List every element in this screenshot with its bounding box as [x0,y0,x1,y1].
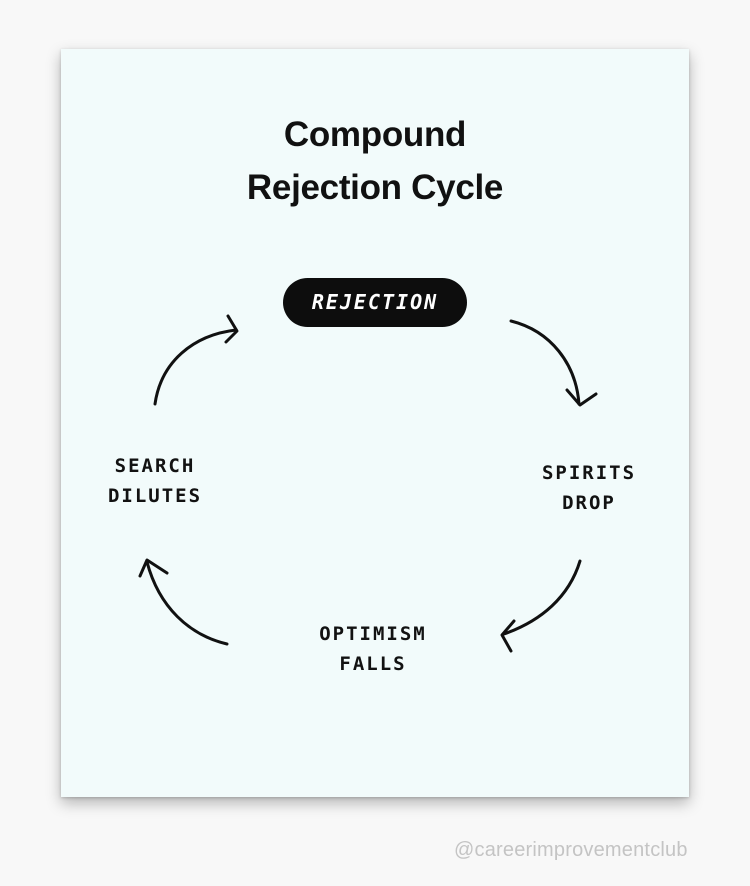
node-search-dilutes-line-1: SEARCH [114,455,196,477]
rejection-pill: REJECTION [283,278,467,327]
arrow-optimism-to-search-icon [138,558,229,646]
arrow-search-to-rejection-icon [153,314,239,406]
title-line-1: Compound [283,115,467,154]
node-optimism-falls-line-1: OPTIMISM [319,623,427,645]
node-spirits-drop-line-1: SPIRITS [541,462,637,484]
node-search-dilutes-line-2: DILUTES [107,485,203,507]
creator-handle: @careerimprovementclub [454,839,688,861]
node-search-dilutes: SEARCH DILUTES [91,451,219,511]
diagram-card: Compound Rejection Cycle REJECTION SPIRI… [61,49,689,797]
node-spirits-drop-line-2: DROP [562,492,616,514]
node-spirits-drop: SPIRITS DROP [525,458,653,518]
node-optimism-falls-line-2: FALLS [339,653,407,675]
arrow-rejection-to-spirits-icon [509,319,598,407]
cycle-arrows [138,314,598,653]
node-optimism-falls: OPTIMISM FALLS [299,619,447,679]
title-line-2: Rejection Cycle [246,168,504,207]
arrow-spirits-to-optimism-icon [500,559,582,653]
diagram-title: Compound Rejection Cycle [61,108,689,214]
